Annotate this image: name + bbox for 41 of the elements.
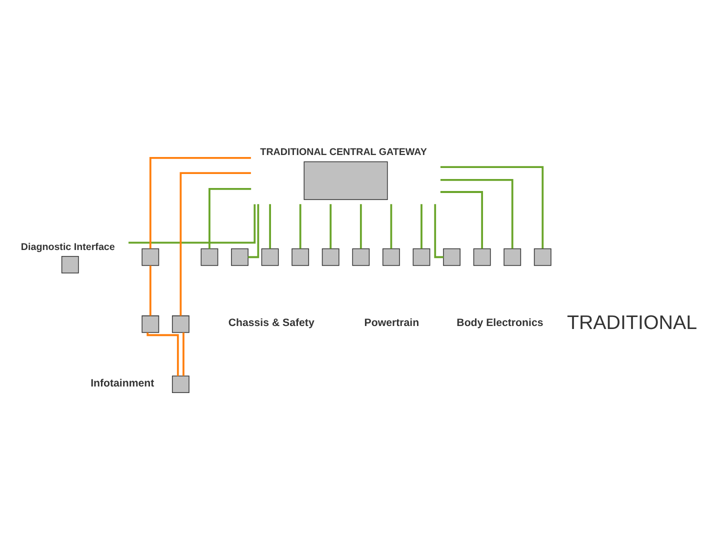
connector [149, 156, 251, 248]
connector [128, 204, 256, 244]
node-label: Diagnostic Interface [20, 241, 115, 252]
label: TRADITIONAL [566, 311, 698, 334]
node-box [412, 248, 430, 266]
connector [360, 204, 362, 248]
node-box [443, 248, 460, 266]
node-box [142, 248, 160, 266]
connector [440, 190, 484, 248]
node-box [504, 248, 522, 266]
node-box [382, 248, 400, 266]
node-box [352, 248, 370, 266]
connector [149, 265, 152, 316]
connector [420, 204, 422, 248]
label: Powertrain [364, 316, 420, 329]
connector [299, 204, 302, 248]
label: Chassis & Safety [228, 316, 314, 329]
connector [440, 178, 514, 248]
connector [434, 204, 444, 258]
node-box [231, 248, 248, 266]
label: Infotainment [90, 376, 154, 389]
connector [440, 166, 544, 248]
node-box [200, 248, 218, 266]
node-box [142, 314, 160, 332]
connector [180, 172, 251, 316]
connector [390, 204, 392, 248]
connector [146, 332, 179, 376]
node-label: TRADITIONAL CENTRAL GATEWAY [260, 146, 427, 158]
connector [330, 204, 332, 248]
node-box [473, 248, 491, 266]
node-box [322, 248, 340, 266]
label: Body Electronics [456, 316, 544, 329]
node-box [292, 248, 310, 266]
connector [182, 332, 184, 376]
node-box [172, 314, 190, 332]
connector [248, 204, 260, 258]
node-box [534, 248, 552, 266]
node-box [261, 248, 279, 266]
connector [208, 188, 252, 248]
connector [269, 204, 271, 248]
node-box [172, 375, 190, 393]
